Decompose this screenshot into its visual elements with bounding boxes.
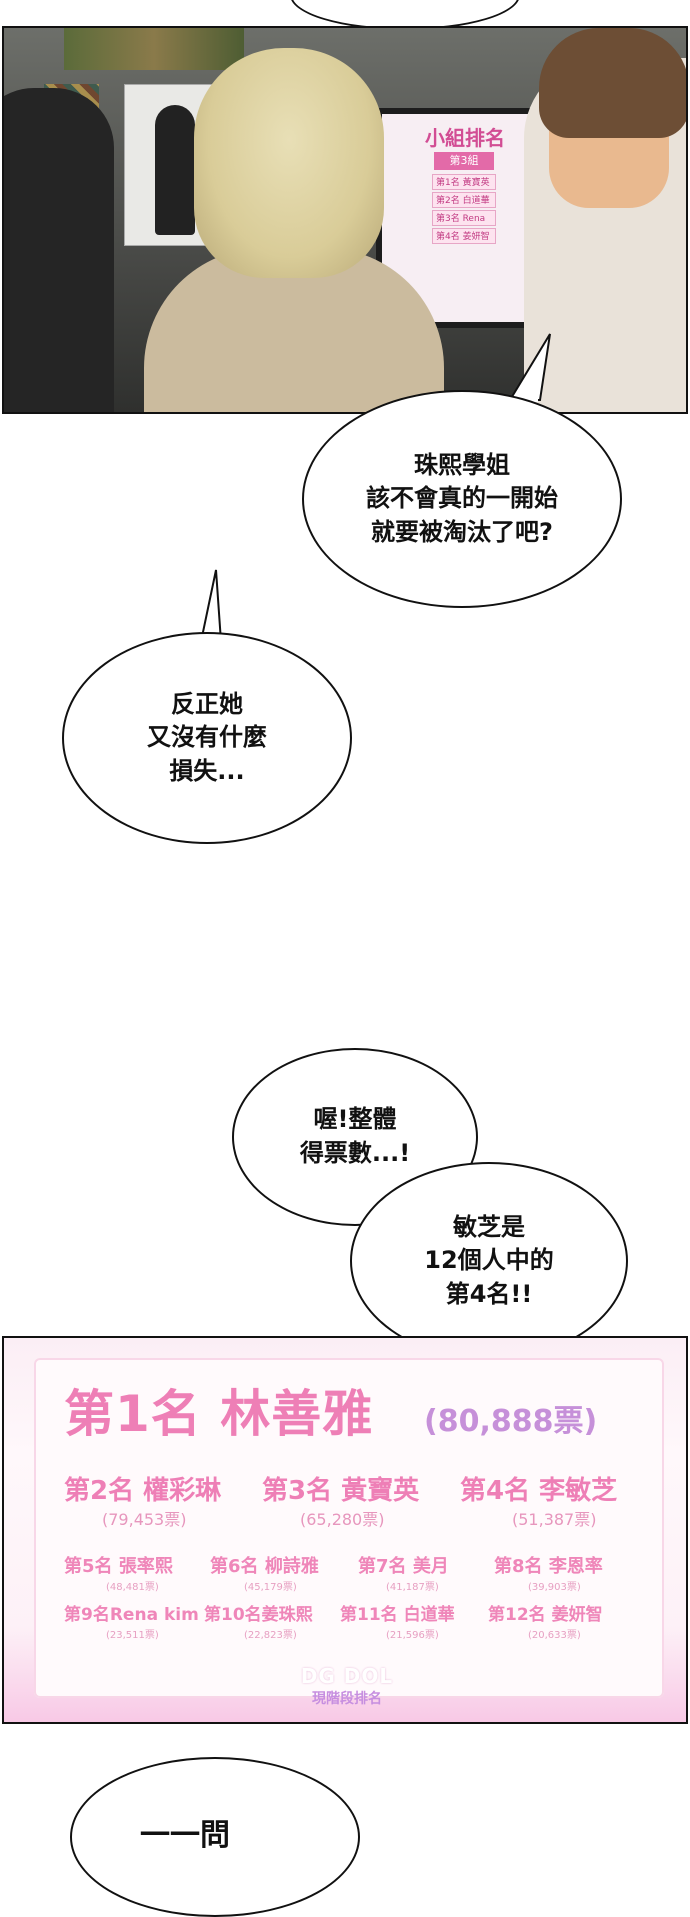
rank-5-label: 第5名 張率熙 (64, 1556, 173, 1577)
ranking-board (34, 1358, 664, 1698)
monitor-row: 第4名 姜妍智 (432, 228, 496, 244)
rank-3-votes: (65,280票) (300, 1510, 385, 1529)
monitor-row: 第2名 白道華 (432, 192, 496, 208)
rank-7-label: 第7名 美月 (358, 1556, 449, 1577)
rank-1-votes: (80,888票) (424, 1404, 598, 1439)
rank-9-label: 第9名Rena kim (64, 1605, 199, 1625)
rank-11-label: 第11名 白道華 (340, 1605, 455, 1625)
speech-bubble-1: 珠熙學姐 該不會真的一開始 就要被淘汰了吧? (302, 390, 622, 608)
rank-2-votes: (79,453票) (102, 1510, 187, 1529)
rank-10-label: 第10名姜珠熙 (204, 1605, 313, 1625)
speech-bubble-5-partial-text: 一一問 (140, 1818, 230, 1853)
ranking-panel: 第1名 林善雅 (80,888票) 第2名 權彩琳 (79,453票) 第3名 … (2, 1336, 688, 1724)
monitor-title: 小組排名 (425, 126, 505, 150)
man-right-hair (539, 28, 686, 138)
rank-1-name: 林善雅 (220, 1385, 374, 1443)
rank-6-label: 第6名 柳詩雅 (210, 1556, 319, 1577)
bubble1-tail (508, 333, 551, 402)
rank-12-label: 第12名 姜妍智 (488, 1605, 603, 1625)
rank-7-votes: (41,187票) (386, 1582, 439, 1593)
person-left-silhouette (4, 88, 114, 412)
rank-12-votes: (20,633票) (528, 1630, 581, 1641)
rank-8-votes: (39,903票) (528, 1582, 581, 1593)
rank-1-label: 第1名 林善雅 (64, 1374, 373, 1446)
rank-8-label: 第8名 李恩率 (494, 1556, 603, 1577)
speech-bubble-4: 敏芝是 12個人中的 第4名!! (350, 1162, 628, 1360)
rank-10-votes: (22,823票) (244, 1630, 297, 1641)
rank-2-label: 第2名 權彩琳 (64, 1476, 222, 1506)
rank-1-rank: 第1名 (64, 1385, 202, 1443)
rank-11-votes: (21,596票) (386, 1630, 439, 1641)
rank-3-label: 第3名 黃寶英 (262, 1476, 420, 1506)
woman-blonde-hair (194, 48, 384, 278)
rank-4-votes: (51,387票) (512, 1510, 597, 1529)
rank-9-votes: (23,511票) (106, 1630, 159, 1641)
rank-4-label: 第4名 李敏芝 (460, 1476, 618, 1506)
dgdol-logo-subtitle: 現階段排名 (312, 1691, 382, 1707)
monitor-row: 第3名 Rena kim (432, 210, 496, 240)
scene-panel-office: 小組排名 第3組 第1名 黃寶英 第2名 白道華 第3名 Rena kim 第4… (2, 26, 688, 414)
monitor-group-tag: 第3組 (434, 152, 494, 170)
rank-6-votes: (45,179票) (244, 1582, 297, 1593)
map-poster (64, 28, 244, 70)
dgdol-logo: DG DOL (300, 1664, 394, 1688)
monitor-row: 第1名 黃寶英 (432, 174, 496, 190)
rank-5-votes: (48,481票) (106, 1582, 159, 1593)
speech-bubble-2: 反正她 又沒有什麼 損失... (62, 632, 352, 844)
